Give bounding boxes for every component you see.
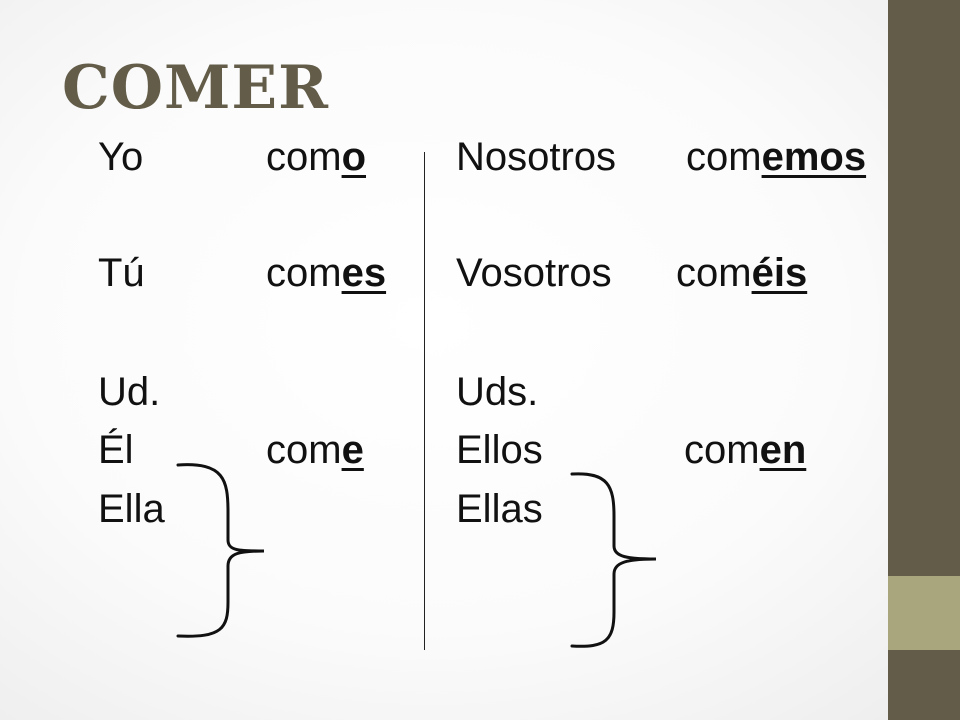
verb-ending: éis bbox=[751, 251, 808, 295]
verb-form-el: come bbox=[266, 427, 364, 473]
column-divider bbox=[424, 152, 425, 650]
pronoun-vosotros: Vosotros bbox=[456, 251, 612, 295]
pronoun-ud: Ud. bbox=[98, 370, 161, 414]
sidebar-bottom-block bbox=[888, 650, 960, 720]
pronoun-ellas: Ellas bbox=[456, 487, 543, 531]
brace-singular-icon bbox=[176, 463, 265, 638]
verb-ending: en bbox=[759, 428, 807, 472]
verb-form-tu: comes bbox=[266, 250, 386, 296]
sidebar-middle-block bbox=[888, 576, 960, 650]
sidebar-accent bbox=[888, 0, 960, 720]
slide-title: COMER bbox=[62, 53, 330, 123]
verb-stem: com bbox=[676, 251, 752, 295]
brace-plural-icon bbox=[570, 472, 657, 648]
verb-form-yo: como bbox=[266, 134, 366, 180]
verb-stem: com bbox=[266, 251, 342, 295]
pronoun-yo: Yo bbox=[98, 135, 144, 179]
pronoun-tu: Tú bbox=[98, 251, 145, 295]
verb-stem: com bbox=[266, 428, 342, 472]
sidebar-top-block bbox=[888, 0, 960, 576]
verb-ending: emos bbox=[761, 135, 867, 179]
pronoun-uds: Uds. bbox=[456, 370, 539, 414]
verb-stem: com bbox=[686, 135, 762, 179]
verb-stem: com bbox=[266, 135, 342, 179]
verb-ending: es bbox=[341, 251, 387, 295]
pronoun-el: Él bbox=[98, 428, 134, 472]
verb-form-nosotros: comemos bbox=[686, 134, 866, 180]
verb-form-ellos: comen bbox=[684, 427, 806, 473]
pronoun-ella: Ella bbox=[98, 487, 165, 531]
verb-stem: com bbox=[684, 428, 760, 472]
pronoun-nosotros: Nosotros bbox=[456, 135, 617, 179]
verb-ending: o bbox=[341, 135, 367, 179]
pronoun-ellos: Ellos bbox=[456, 428, 543, 472]
verb-form-vosotros: coméis bbox=[676, 250, 807, 296]
verb-ending: e bbox=[341, 428, 364, 472]
